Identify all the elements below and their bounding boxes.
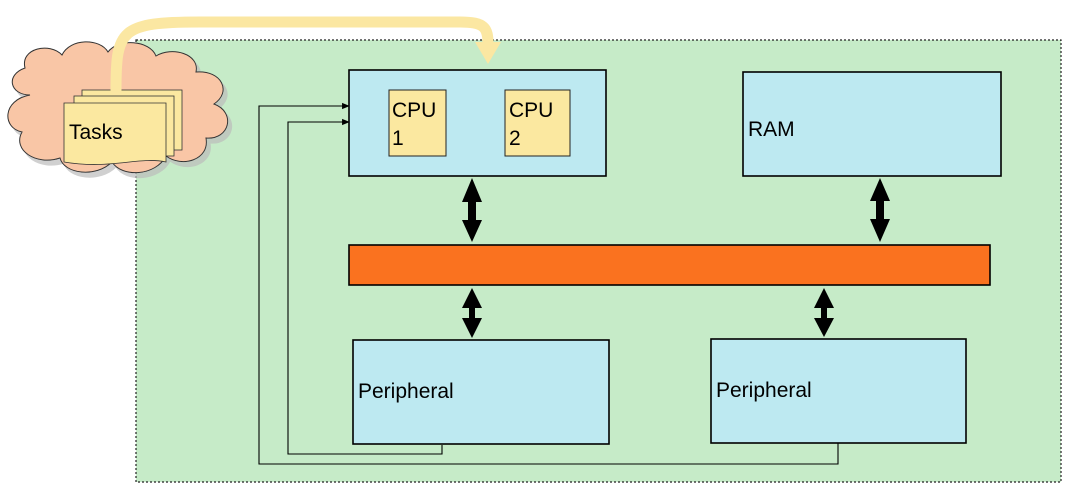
system-bus bbox=[348, 244, 991, 286]
cpu-1-label-line1: CPU bbox=[392, 99, 436, 122]
ram-label: RAM bbox=[748, 118, 795, 141]
bus-peripheral-2-arrow bbox=[814, 288, 834, 337]
ram-bus-arrow bbox=[870, 178, 890, 242]
peripheral-2-feedback-wire bbox=[258, 102, 839, 465]
cpu-1-core bbox=[388, 89, 447, 157]
peripheral-1-block bbox=[352, 339, 610, 445]
bus-peripheral-1-arrow bbox=[462, 288, 482, 338]
tasks-label: Tasks bbox=[69, 121, 123, 144]
cpu-bus-arrow bbox=[462, 178, 482, 242]
task-card-front bbox=[63, 102, 167, 165]
peripheral-1-label: Peripheral bbox=[358, 380, 454, 403]
ram-block bbox=[742, 71, 1002, 177]
peripheral-2-label: Peripheral bbox=[716, 379, 812, 402]
peripheral-1-feedback-wire bbox=[287, 118, 443, 455]
cpu-1-label-line2: 1 bbox=[392, 127, 404, 150]
peripheral-2-block bbox=[710, 338, 967, 444]
cpu-2-label-line1: CPU bbox=[509, 99, 553, 122]
cpu-2-label-line2: 2 bbox=[509, 127, 521, 150]
task-dispatch-arrow bbox=[110, 16, 494, 96]
cpu-2-core bbox=[504, 89, 571, 157]
task-dispatch-arrowhead bbox=[475, 42, 501, 64]
